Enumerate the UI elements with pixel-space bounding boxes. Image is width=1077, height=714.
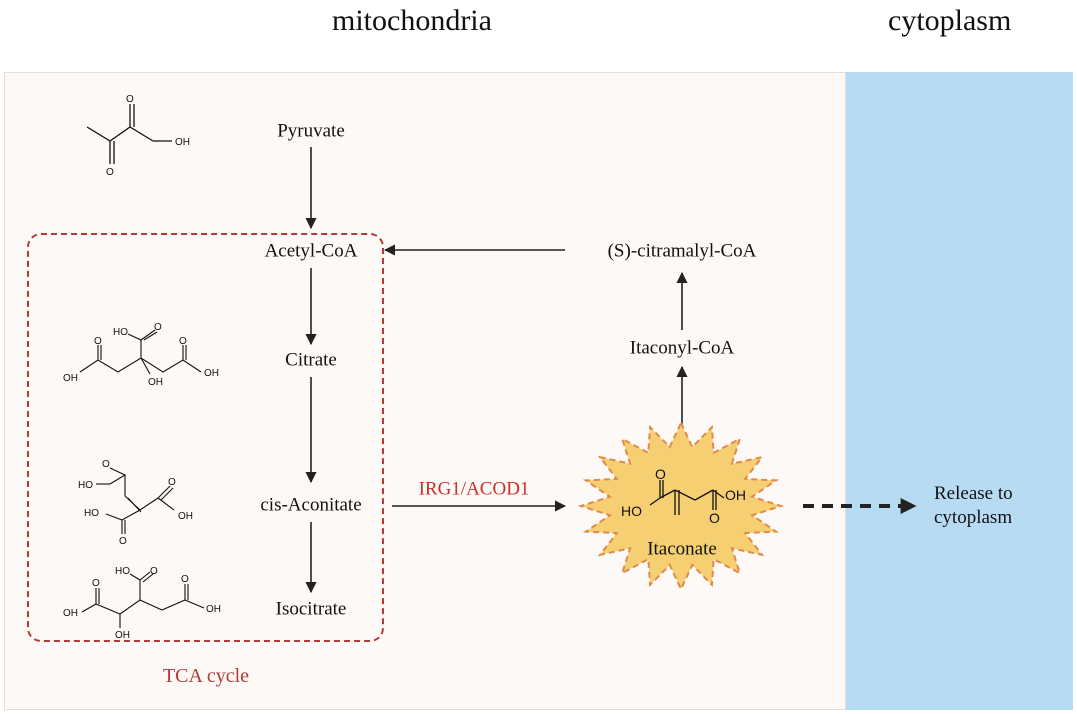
pyruvate-atom-o-top: O	[126, 94, 134, 105]
cis-aconitate-structure	[96, 467, 175, 534]
isocitrate-structure	[81, 571, 205, 628]
mitochondria-region	[4, 72, 846, 710]
citrate-label: Citrate	[285, 349, 337, 371]
pyruvate-structure	[86, 104, 172, 164]
isocitrate-atom-ho: HO	[115, 566, 130, 577]
isocitrate-atom-oh-left: OH	[63, 608, 78, 619]
isocitrate-atom-oh-bottom: OH	[115, 630, 130, 641]
cytoplasm-region	[846, 72, 1073, 710]
tca-cycle-label: TCA cycle	[162, 665, 250, 687]
acetyl-coa-label: Acetyl-CoA	[264, 240, 358, 262]
isocitrate-atom-o-left: O	[92, 578, 100, 589]
cis-aconitate-atom-oh-right: OH	[178, 511, 193, 522]
itaconate-structure	[649, 480, 725, 515]
cis-aconitate-atom-ho-top: HO	[78, 480, 93, 491]
itaconate-atom-ho: HO	[621, 503, 642, 519]
isocitrate-atom-oh-right: OH	[206, 604, 221, 615]
pyruvate-label: Pyruvate	[277, 120, 345, 142]
isocitrate-atom-o-top: O	[150, 566, 158, 577]
cytoplasm-title: cytoplasm	[888, 4, 1012, 37]
citrate-structure	[79, 329, 202, 375]
citrate-atom-oh-left: OH	[63, 373, 78, 384]
isocitrate-label: Isocitrate	[275, 598, 347, 620]
itaconate-label: Itaconate	[647, 538, 717, 560]
citramalyl-coa-label: (S)-citramalyl-CoA	[607, 240, 757, 262]
isocitrate-atom-o-right: O	[181, 574, 189, 585]
citrate-atom-o-top: O	[154, 322, 162, 333]
tca-cycle-box	[27, 233, 384, 642]
pyruvate-atom-oh: OH	[175, 137, 190, 148]
citrate-atom-o-right: O	[179, 336, 187, 347]
mitochondria-title: mitochondria	[332, 4, 492, 37]
itaconate-atom-o-left: O	[655, 466, 666, 482]
citrate-atom-ho: HO	[113, 327, 128, 338]
citrate-atom-oh-right: OH	[204, 368, 219, 379]
cis-aconitate-atom-o-right: O	[168, 477, 176, 488]
enzyme-label: IRG1/ACOD1	[418, 478, 530, 500]
itaconate-burst	[577, 420, 785, 592]
release-label-line-1: Release to	[934, 483, 1013, 504]
itaconate-atom-oh: OH	[725, 487, 746, 503]
pyruvate-atom-o-bottom: O	[106, 167, 114, 178]
itaconyl-coa-label: Itaconyl-CoA	[629, 337, 735, 359]
itaconate-atom-o-right: O	[709, 510, 720, 526]
release-label: Release to cytoplasm	[934, 482, 1044, 530]
citrate-atom-oh-mid: OH	[148, 377, 163, 388]
cis-aconitate-atom-o-bottom: O	[119, 536, 127, 547]
citrate-atom-o-left: O	[94, 336, 102, 347]
release-label-line-2: cytoplasm	[934, 506, 1013, 528]
cis-aconitate-atom-o-top: O	[102, 459, 110, 470]
cis-aconitate-label: cis-Aconitate	[260, 494, 362, 516]
cis-aconitate-atom-ho-bottom: HO	[84, 508, 99, 519]
